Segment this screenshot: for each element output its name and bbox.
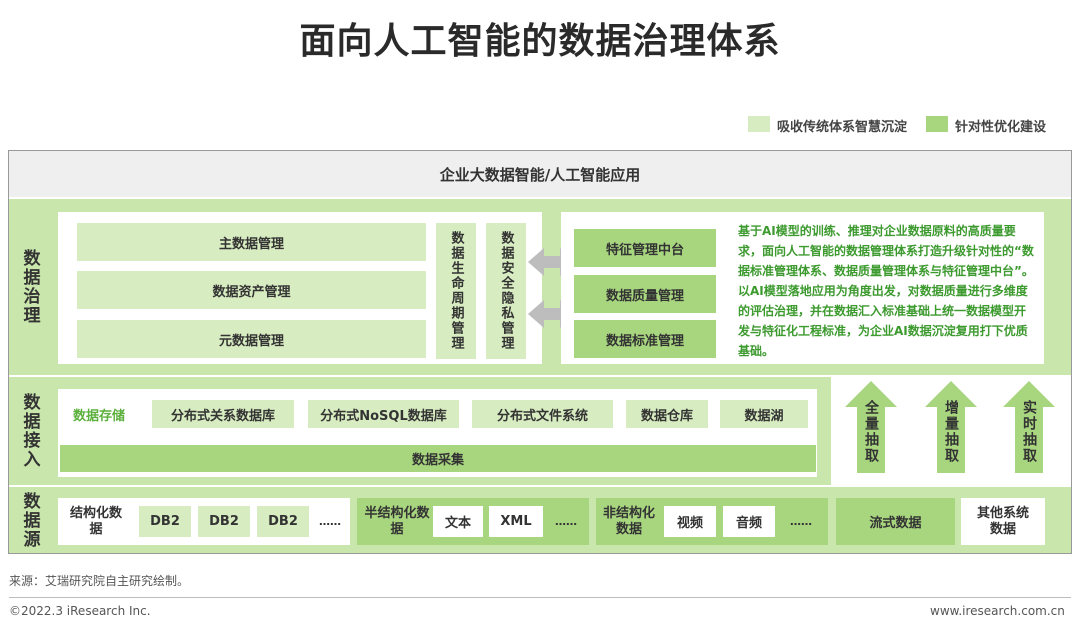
db2-item: DB2 [198, 506, 250, 537]
storage-label: 数据存储 [72, 408, 125, 424]
up-arrow-icon [925, 381, 977, 473]
storage-item: 分布式NoSQL数据库 [308, 400, 459, 428]
page-title: 面向人工智能的数据治理体系 [299, 21, 781, 62]
source-note: 来源：艾瑞研究院自主研究绘制。 [9, 574, 190, 588]
storage-item: 分布式关系数据库 [152, 400, 294, 428]
data-quality-box: 数据质量管理 [574, 275, 716, 313]
legend-label-traditional: 吸收传统体系智慧沉淀 [777, 120, 908, 135]
other-data-panel [961, 498, 1045, 545]
diagram-frame [8, 150, 1072, 554]
security-privacy-box: 数据安全隐私管理 [486, 223, 526, 359]
db2-item: DB2 [257, 506, 309, 537]
website-link[interactable]: www.iresearch.com.cn [930, 604, 1065, 618]
up-arrow-icon [1003, 381, 1055, 473]
legend-swatch-optimized [926, 116, 948, 132]
unstructured-label: 非结构化数据 [602, 505, 655, 537]
realtime-extract-label: 实时抽取 [1021, 400, 1037, 464]
master-data-box: 主数据管理 [77, 223, 426, 261]
copyright: ©2022.3 iResearch Inc. [9, 604, 151, 618]
semi-structured-label: 半结构化数据 [364, 505, 430, 537]
legend-label-optimized: 针对性优化建设 [955, 120, 1047, 135]
storage-item: 数据湖 [720, 400, 808, 428]
governance-side-label: 数据治理 [19, 249, 40, 325]
xml-item: XML [489, 506, 543, 537]
ellipsis: …… [319, 515, 341, 528]
feature-management-box: 特征管理中台 [574, 229, 716, 267]
full-extract-label: 全量抽取 [863, 400, 879, 464]
other-system-data: 其他系统数据 [976, 505, 1029, 537]
audio-item: 音频 [723, 506, 775, 537]
legend-swatch-traditional [748, 116, 770, 132]
ellipsis: …… [790, 515, 812, 528]
text-item: 文本 [433, 506, 483, 537]
structured-label: 结构化数据 [69, 505, 122, 537]
data-standard-box: 数据标准管理 [574, 320, 716, 358]
application-bar: 企业大数据智能/人工智能应用 [9, 151, 1071, 197]
ellipsis: …… [555, 515, 577, 528]
stream-data-box: 流式数据 [836, 498, 955, 545]
storage-item: 数据仓库 [626, 400, 708, 428]
source-side-label: 数据源 [19, 491, 40, 549]
db2-item: DB2 [139, 506, 191, 537]
metadata-box: 元数据管理 [77, 320, 426, 358]
up-arrow-icon [845, 381, 897, 473]
access-side-label: 数据接入 [19, 393, 40, 469]
data-collection-bar: 数据采集 [60, 445, 816, 472]
footer-divider [9, 597, 1071, 598]
governance-description: 基于AI模型的训练、推理对企业数据原料的高质量要求，面向人工智能的数据管理体系打… [738, 224, 1034, 358]
storage-item: 分布式文件系统 [472, 400, 613, 428]
data-asset-box: 数据资产管理 [77, 271, 426, 309]
video-item: 视频 [664, 506, 716, 537]
incremental-extract-label: 增量抽取 [943, 400, 959, 464]
lifecycle-box: 数据生命周期管理 [436, 223, 476, 359]
